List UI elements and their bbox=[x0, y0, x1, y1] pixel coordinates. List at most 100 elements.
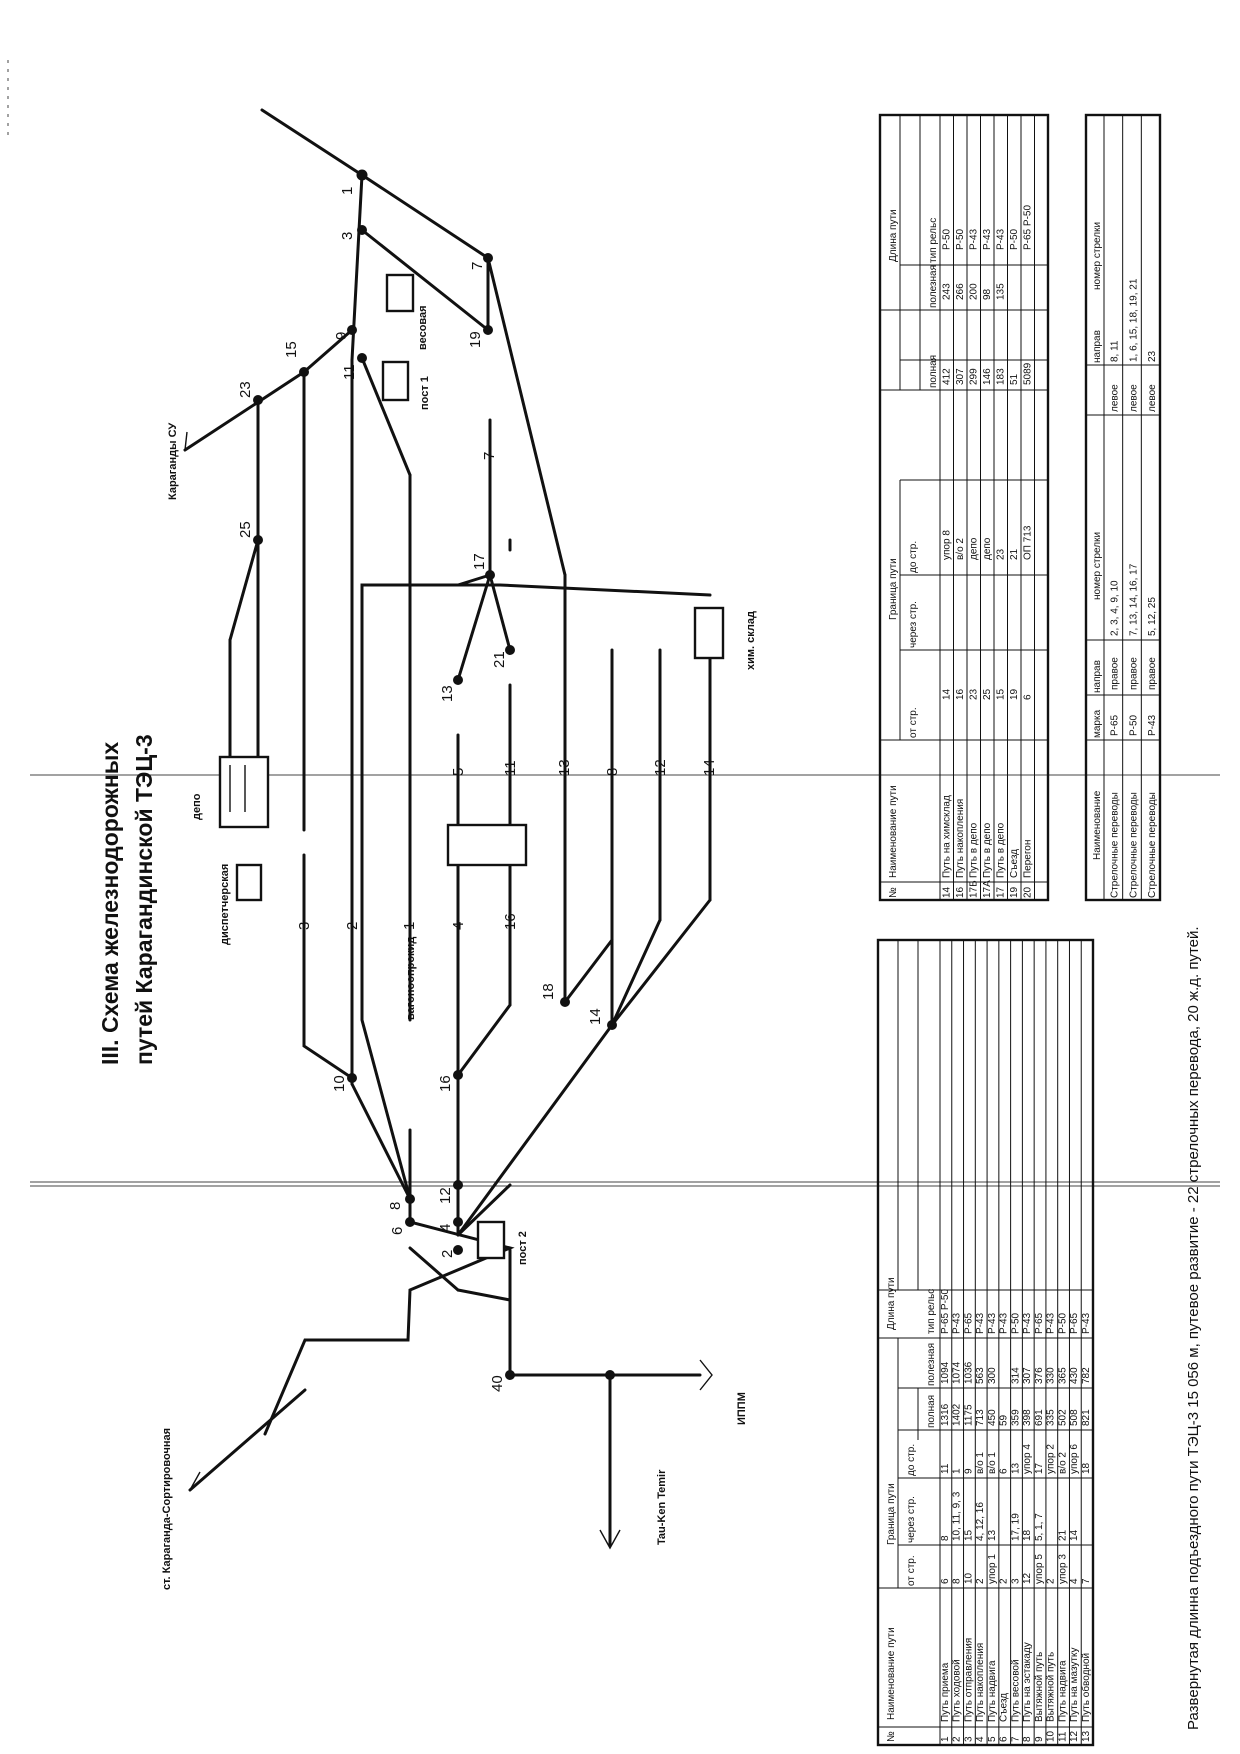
table-1-cell: 1074 bbox=[952, 1361, 963, 1384]
table-2-cell: Р-50 bbox=[942, 228, 953, 250]
table-2-cell: 183 bbox=[996, 368, 1007, 385]
table-1-cell: 3 bbox=[1010, 1578, 1021, 1584]
table-2-cell: упор 8 bbox=[942, 530, 953, 560]
table-1-cell: 508 bbox=[1069, 1409, 1080, 1426]
track-label: 2 bbox=[344, 922, 361, 930]
table-2-header-length: Длина пути bbox=[888, 209, 899, 262]
track-13 bbox=[486, 256, 567, 577]
table-3-cell: 7, 13, 14, 16, 17 bbox=[1128, 563, 1139, 636]
table-2-cell: депо bbox=[969, 537, 980, 560]
switch-2 bbox=[453, 1245, 463, 1255]
table-1-header-length: Длина пути bbox=[886, 1277, 897, 1330]
table-2-cell: 51 bbox=[1009, 373, 1020, 385]
table-1-cell: 15 bbox=[963, 1529, 974, 1541]
table-1-cell: 1402 bbox=[952, 1403, 963, 1426]
table-2-header-full: полная bbox=[928, 355, 939, 388]
table-1-cell: 10 bbox=[963, 1572, 974, 1584]
table-1-cell: Р-65 bbox=[1069, 1312, 1080, 1334]
table-2-header-rail: тип рельс bbox=[928, 218, 939, 263]
table-3-cell: Стрелочные переводы bbox=[1128, 792, 1139, 898]
table-1-cell: Путь ходовой bbox=[952, 1659, 963, 1722]
switch-label: 40 bbox=[489, 1375, 506, 1392]
table-1-cell: 11 bbox=[940, 1463, 951, 1474]
table-1-cell: 9 bbox=[1034, 1736, 1045, 1742]
exit-taukentemir bbox=[508, 1373, 612, 1547]
table-1-cell: 17, 19 bbox=[1010, 1513, 1021, 1541]
table-2-header-border: Граница пути bbox=[888, 558, 899, 620]
table-2-cell: Р-50 bbox=[1009, 228, 1020, 250]
table-2-header-from: от стр. bbox=[908, 707, 919, 738]
table-1-cell: 1316 bbox=[940, 1403, 951, 1426]
table-2-cell: Путь накопления bbox=[955, 799, 966, 878]
table-3-cell: Стрелочные переводы bbox=[1147, 792, 1158, 898]
track-label: 1 bbox=[401, 922, 418, 930]
table-1-header-via: через стр. bbox=[906, 1496, 917, 1543]
table-2-cell: Съезд bbox=[1009, 849, 1020, 878]
switch-17 bbox=[485, 570, 495, 580]
table-1-cell: в/о 2 bbox=[1057, 1452, 1068, 1474]
table-1-cell: 5, 1, 7 bbox=[1034, 1513, 1045, 1541]
track-label: 5 bbox=[450, 768, 467, 776]
table-1-cell: Съезд bbox=[999, 1693, 1010, 1722]
table-2-frame bbox=[878, 113, 1050, 902]
arrow-icon bbox=[599, 1529, 621, 1550]
post1-building bbox=[381, 360, 410, 402]
table-1-header-useful: полезная bbox=[926, 1343, 937, 1386]
table-1-cell: 1 bbox=[952, 1468, 963, 1474]
table-1-cell: упор 2 bbox=[1046, 1444, 1057, 1474]
table-1-cell: 450 bbox=[987, 1409, 998, 1426]
table-1-header-rail: тип рельс bbox=[926, 1289, 937, 1334]
table-2-cell: 299 bbox=[969, 368, 980, 385]
track-14-branch bbox=[456, 1023, 614, 1237]
switch-21 bbox=[505, 645, 515, 655]
dispatch-building bbox=[235, 863, 263, 902]
table-1-cell: 13 bbox=[987, 1529, 998, 1541]
table-1-cell: 13 bbox=[1081, 1730, 1092, 1742]
table-3-cell: Р-65 bbox=[1110, 714, 1121, 736]
table-2-cell: 17А bbox=[982, 880, 993, 898]
table-1-cell: Путь накопления bbox=[975, 1643, 986, 1722]
scales-label: весовая bbox=[417, 305, 429, 350]
arrow-icon bbox=[189, 1471, 201, 1491]
table-3-cell: 5, 12, 25 bbox=[1147, 597, 1158, 636]
table-1-cell: упор 5 bbox=[1034, 1554, 1045, 1584]
switch-10 bbox=[347, 1073, 357, 1083]
track-11-spur bbox=[360, 356, 412, 477]
table-2-cell: 14 bbox=[942, 886, 953, 898]
switch-18 bbox=[560, 997, 570, 1007]
table-2-cell: 17Б bbox=[969, 880, 980, 898]
table-1-cell: 307 bbox=[1022, 1367, 1033, 1384]
table-2-header-via: через стр. bbox=[908, 601, 919, 648]
table-2-header-name: Наименование пути bbox=[888, 785, 899, 878]
title-line-1: III. Схема железнодорожных bbox=[97, 742, 123, 1065]
table-1-cell: 8 bbox=[940, 1535, 951, 1541]
table-1-cell: 6 bbox=[999, 1736, 1010, 1742]
table-1-cell: Р-65 bbox=[963, 1312, 974, 1334]
switch-label: 6 bbox=[389, 1227, 406, 1235]
table-1-header-border: Граница пути bbox=[886, 1483, 897, 1545]
switch-label: 11 bbox=[341, 364, 358, 380]
table-1-cell: 13 bbox=[1010, 1462, 1021, 1474]
table-2-cell: Путь в депо bbox=[996, 822, 1007, 878]
post2-label: пост 2 bbox=[517, 1231, 529, 1265]
taukentemir-label: Tau-Ken Temir bbox=[656, 1469, 668, 1545]
switch-label: 18 bbox=[540, 983, 557, 1000]
table-3-cell: Р-50 bbox=[1128, 714, 1139, 736]
table-2-cell: Р-65 Р-50 bbox=[1023, 205, 1034, 250]
table-3-cell: правое bbox=[1147, 657, 1158, 690]
table-2-cell: 243 bbox=[942, 283, 953, 300]
table-1-cell: 4, 12, 16 bbox=[975, 1502, 986, 1541]
table-2-cell: 25 bbox=[982, 688, 993, 700]
table-3-cell: Стрелочные переводы bbox=[1110, 792, 1121, 898]
ippm-label: ИППМ bbox=[736, 1392, 748, 1425]
track-14 bbox=[610, 898, 712, 1027]
track-label: 7 bbox=[481, 452, 498, 460]
table-3-header-dir: направ bbox=[1092, 660, 1103, 693]
table-1-cell: 7 bbox=[1010, 1736, 1021, 1742]
table-1-cell: Р-43 bbox=[952, 1312, 963, 1334]
switch-junction bbox=[605, 1370, 615, 1380]
table-1-cell: 21 bbox=[1057, 1529, 1068, 1541]
scales-building bbox=[385, 273, 415, 313]
track-14 bbox=[610, 918, 662, 1027]
